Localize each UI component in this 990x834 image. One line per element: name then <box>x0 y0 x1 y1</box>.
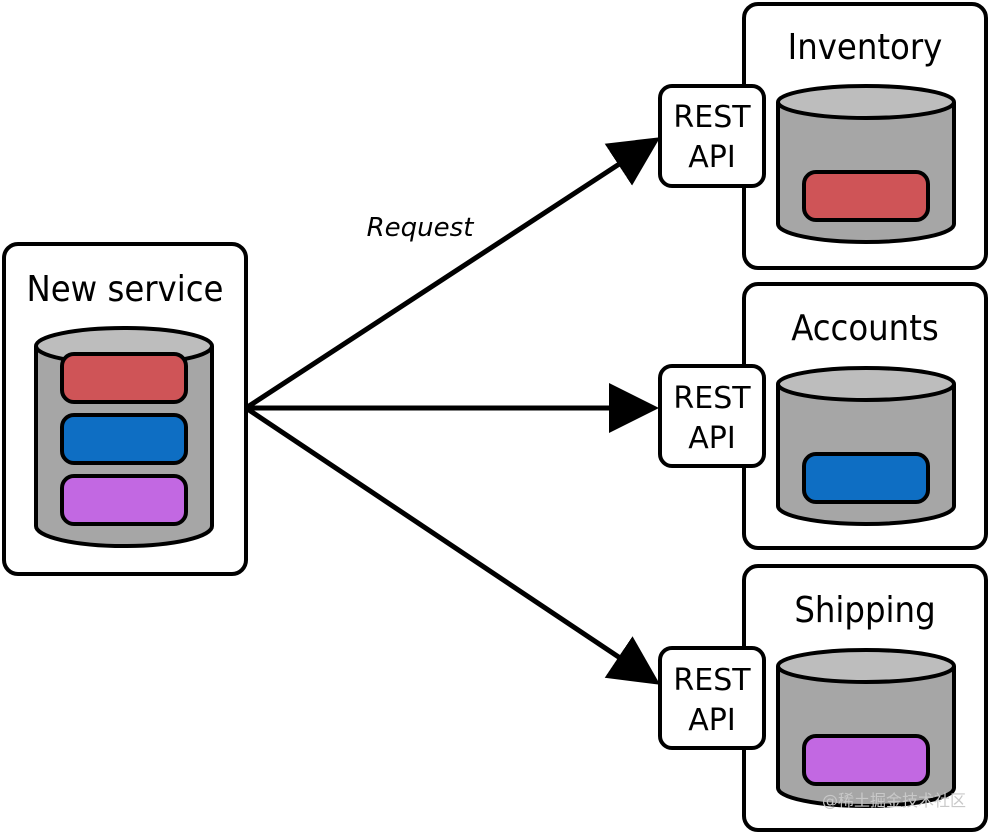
new-service-record-2 <box>60 413 188 465</box>
shipping-api-box <box>658 646 766 750</box>
request-arrows <box>244 137 661 685</box>
accounts-database-icon <box>776 366 956 526</box>
new-service-record-3 <box>60 474 188 526</box>
accounts-service-node: Accounts REST API <box>658 282 988 550</box>
shipping-api-line1: REST <box>673 663 751 698</box>
shipping-service-node: Shipping REST API <box>658 564 988 832</box>
accounts-api-line1: REST <box>673 381 751 416</box>
inventory-api-box <box>658 84 766 188</box>
accounts-record <box>802 452 930 504</box>
inventory-rest-api-badge: REST API <box>658 84 766 188</box>
inventory-api-line1: REST <box>673 100 751 135</box>
inventory-title: Inventory <box>788 27 943 68</box>
accounts-rest-api-badge: REST API <box>658 364 766 468</box>
accounts-api-box <box>658 364 766 468</box>
accounts-title: Accounts <box>791 308 939 349</box>
inventory-record <box>802 170 930 222</box>
new-service-record-1 <box>60 352 188 404</box>
watermark-text: @稀土掘金技术社区 <box>822 791 966 810</box>
arrow-to-inventory <box>244 137 661 411</box>
accounts-api-line2: API <box>688 421 735 456</box>
inventory-database-icon <box>776 84 956 244</box>
shipping-cylinder-top <box>776 648 956 684</box>
new-service-node: New service <box>2 242 248 576</box>
arrow-to-shipping <box>244 405 661 685</box>
new-service-database-icon <box>34 326 214 548</box>
inventory-cylinder-top <box>776 84 956 120</box>
new-service-title: New service <box>27 269 224 310</box>
inventory-api-line2: API <box>688 140 735 175</box>
shipping-title: Shipping <box>794 590 935 631</box>
shipping-rest-api-badge: REST API <box>658 646 766 750</box>
accounts-cylinder-top <box>776 366 956 402</box>
shipping-api-line2: API <box>688 703 735 738</box>
shipping-record <box>802 734 930 786</box>
inventory-service-node: Inventory REST API <box>658 2 988 270</box>
shipping-database-icon <box>776 648 956 808</box>
request-label: Request <box>367 213 475 243</box>
